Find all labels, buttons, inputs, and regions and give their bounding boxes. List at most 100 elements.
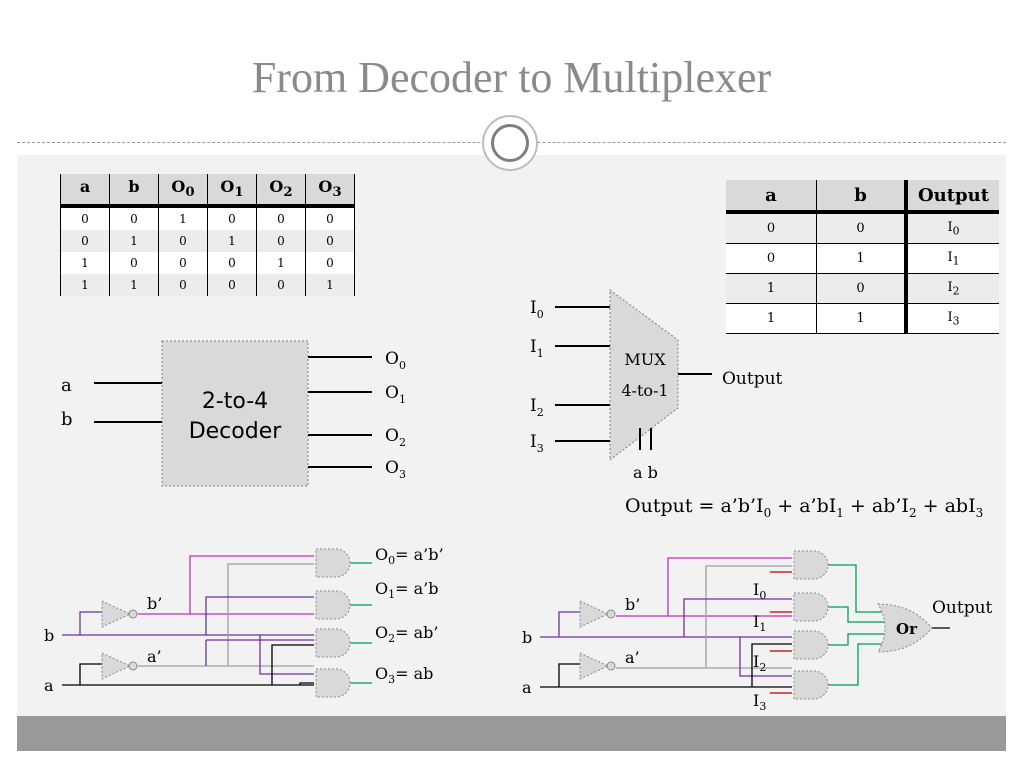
decoder-cell: 0	[256, 230, 306, 252]
and-gate-icon	[315, 628, 351, 658]
input-b-label: b	[44, 626, 54, 645]
input-b-label: b	[522, 628, 532, 647]
decoder-cell: 1	[109, 274, 159, 296]
decoder-table-row: 1 1 0 0 0 1	[60, 274, 355, 296]
wire-b-branch	[683, 598, 792, 637]
mux-circuit	[540, 557, 950, 694]
not-bubble-icon	[128, 609, 138, 619]
wire-out	[828, 633, 890, 646]
not-a-label: a’	[625, 648, 640, 667]
not-b-label: b’	[147, 594, 162, 613]
wire-out	[828, 643, 888, 686]
decoder-circuit	[62, 555, 372, 686]
not-gate-icon	[101, 600, 132, 628]
decoder-cell: 1	[207, 230, 257, 252]
wire-b-branch	[259, 635, 314, 675]
decoder-cell: 1	[305, 274, 355, 296]
and-gate-icon	[793, 630, 829, 660]
and-gate-icon	[315, 590, 351, 620]
mux-shape	[609, 289, 679, 462]
mux-table-row: 1 1 I3	[726, 303, 999, 334]
mux-circuit-output-label: Output	[932, 598, 993, 618]
mux-table-row: 0 1 I1	[726, 243, 999, 274]
and-gate-icon	[793, 550, 829, 580]
decoder-output-label: O0	[385, 349, 406, 372]
footer-bar	[17, 716, 1006, 751]
and-gate-icon	[315, 548, 351, 578]
gate-output-label: O0= a’b’	[375, 545, 444, 567]
not-b-label: b’	[625, 595, 640, 614]
decoder-cell: 1	[109, 230, 159, 252]
mux-cell: 0	[726, 212, 817, 244]
mux-table-row: 1 0 I2	[726, 273, 999, 304]
decoder-table-row: 0 0 1 0 0 0	[60, 206, 355, 230]
mux-circuit-gates: Or Output b’ a’ b a I0 I1 I2 I3	[522, 550, 993, 713]
not-gate-icon	[101, 652, 132, 680]
mux-cell: I1	[906, 243, 999, 274]
decoder-cell: 0	[207, 252, 257, 274]
not-gate-icon	[579, 600, 610, 628]
decoder-header-cell: O1	[207, 174, 257, 208]
decoder-cell: 0	[256, 274, 306, 296]
wire-a-tap	[79, 663, 102, 685]
wire-b-bar	[667, 557, 792, 616]
wire-a-bar	[227, 563, 314, 666]
decoder-cell: 1	[60, 274, 110, 296]
mux-cell: I3	[906, 303, 999, 334]
decoder-cell: 0	[158, 252, 208, 274]
not-bubble-icon	[128, 661, 138, 671]
decoder-output-label: O1	[385, 383, 406, 406]
decoder-cell: 0	[109, 252, 159, 274]
decoder-cell: 0	[305, 252, 355, 274]
decoder-output-label: O2	[385, 426, 406, 449]
or-gate-icon	[877, 603, 933, 653]
data-input-label: I3	[753, 691, 766, 713]
mux-output-label: Output	[722, 369, 783, 389]
decoder-input-b-label: b	[61, 409, 73, 430]
mux-cell: I2	[906, 273, 999, 304]
not-gate-icon	[579, 652, 610, 680]
and-gate-icon	[793, 592, 829, 622]
not-bubble-icon	[606, 661, 616, 671]
decoder-cell: 1	[256, 252, 306, 274]
decoder-input-a-label: a	[61, 375, 72, 396]
mux-input-label: I2	[530, 396, 544, 419]
decoder-cell: 0	[305, 230, 355, 252]
mux-cell: I0	[906, 212, 999, 244]
mux-header-cell: b	[816, 180, 908, 214]
mux-cell: 0	[726, 243, 817, 274]
mux-select-label: a b	[633, 463, 658, 482]
wire-b-tap	[558, 611, 580, 637]
mux-input-label: I0	[530, 298, 544, 321]
gate-output-label: O2= ab’	[375, 623, 438, 645]
wire-out	[828, 564, 888, 613]
wire-b-branch	[739, 637, 792, 677]
wire-a-branch	[299, 682, 314, 685]
decoder-cell: 0	[158, 230, 208, 252]
wire-out	[828, 606, 890, 623]
mux-cell: 1	[726, 273, 817, 304]
decoder-cell: 0	[256, 206, 306, 230]
mux-table-row: 0 0 I0	[726, 212, 999, 244]
mux-cell: 1	[816, 303, 908, 334]
decoder-table-row: 1 0 0 0 1 0	[60, 252, 355, 274]
decoder-circuit-gates: b’ a’ b a O0= a’b’ O1= a’b O2= ab’ O3= a…	[44, 545, 444, 698]
not-bubble-icon	[606, 609, 616, 619]
data-input-label: I0	[753, 580, 766, 602]
decoder-cell: 0	[207, 274, 257, 296]
decoder-cell: 1	[158, 206, 208, 230]
decoder-header-cell: b	[109, 174, 159, 208]
decoder-label-line1: 2-to-4	[202, 389, 268, 414]
decoder-cell: 0	[60, 230, 110, 252]
decoder-table-row: 0 1 0 1 0 0	[60, 230, 355, 252]
mux-block: MUX 4-to-1 Output a b I0 I1 I2 I3	[530, 289, 783, 482]
mux-cell: 1	[726, 303, 817, 334]
decoder-truth-table: a b O0 O1 O2 O3 0 0 1 0 0 0 0 1 0 1 0 0 …	[60, 174, 355, 296]
data-input-label: I2	[753, 652, 766, 674]
decoder-cell: 0	[109, 206, 159, 230]
and-gate-icon	[793, 670, 829, 700]
decoder-cell: 0	[158, 274, 208, 296]
wire-a-tap	[558, 663, 580, 687]
mux-table-header-row: a b Output	[726, 180, 999, 214]
